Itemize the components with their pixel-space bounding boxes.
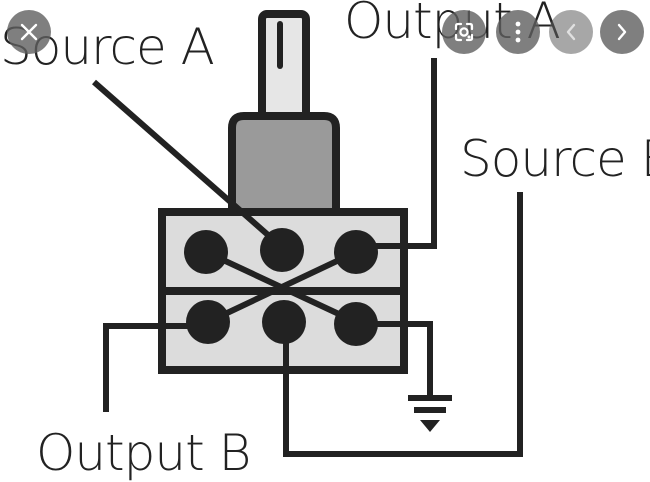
- chevron-left-icon: [566, 23, 576, 41]
- close-icon: [20, 23, 38, 41]
- label-source-b: Source B: [460, 130, 650, 188]
- terminal-bottom-right: [334, 302, 378, 346]
- wire-source-b: [283, 192, 523, 457]
- ground-symbol: [408, 395, 452, 432]
- cross-jumper-2: [206, 249, 358, 325]
- wire-ground: [356, 321, 433, 396]
- previous-image-button[interactable]: [549, 10, 593, 54]
- google-lens-button[interactable]: [442, 10, 486, 54]
- wire-output-b: [103, 323, 208, 412]
- terminal-bottom-left: [186, 300, 230, 344]
- terminal-bottom-center: [262, 300, 306, 344]
- switch-shaft: [258, 10, 310, 126]
- chevron-right-icon: [617, 23, 627, 41]
- next-image-button[interactable]: [600, 10, 644, 54]
- switch-collar: [228, 112, 340, 216]
- terminal-top-right: [334, 230, 378, 274]
- terminal-top-left: [184, 230, 228, 274]
- wire-output-a: [358, 58, 437, 249]
- google-lens-icon: [454, 22, 474, 42]
- more-options-button[interactable]: [496, 10, 540, 54]
- wire-source-a: [92, 79, 278, 245]
- close-button[interactable]: [7, 10, 51, 54]
- label-output-b: Output B: [36, 424, 250, 482]
- more-vert-icon: [515, 21, 521, 43]
- terminal-top-center: [260, 228, 304, 272]
